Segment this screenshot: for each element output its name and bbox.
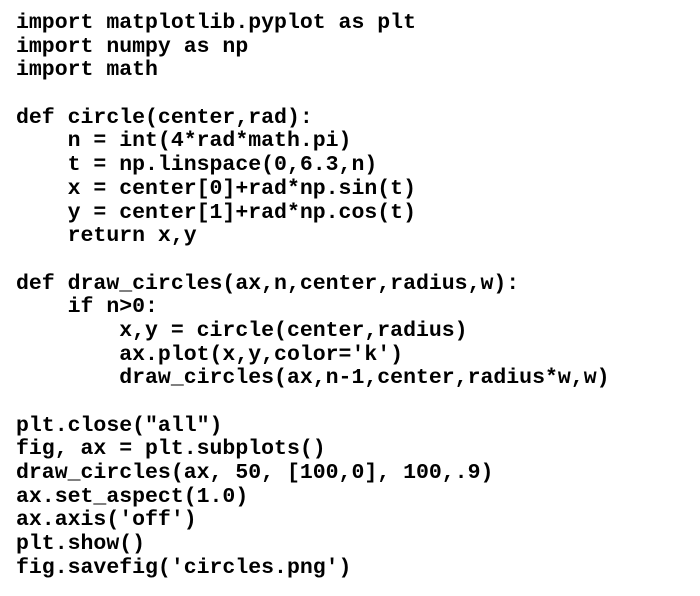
code-line: def circle(center,rad): <box>16 105 313 130</box>
code-line: plt.show() <box>16 532 146 557</box>
code-line: if n>0: <box>16 295 158 320</box>
code-line: import numpy as np <box>16 34 249 59</box>
code-line-blank <box>16 249 692 273</box>
code-line: draw_circles(ax,n-1,center,radius*w,w) <box>16 366 610 391</box>
code-line-blank <box>16 83 692 107</box>
code-line-blank <box>16 391 692 415</box>
code-line: import math <box>16 58 158 83</box>
code-line: plt.close("all") <box>16 413 223 438</box>
code-line: fig.savefig('circles.png') <box>16 555 352 580</box>
code-line: def draw_circles(ax,n,center,radius,w): <box>16 271 520 296</box>
code-line: draw_circles(ax, 50, [100,0], 100,.9) <box>16 461 494 486</box>
code-line: ax.set_aspect(1.0) <box>16 484 249 509</box>
code-line: x = center[0]+rad*np.sin(t) <box>16 176 416 201</box>
code-line: t = np.linspace(0,6.3,n) <box>16 153 378 178</box>
code-line: import matplotlib.pyplot as plt <box>16 11 416 35</box>
code-line: y = center[1]+rad*np.cos(t) <box>16 200 416 225</box>
code-line: ax.axis('off') <box>16 508 197 533</box>
code-line: fig, ax = plt.subplots() <box>16 437 326 462</box>
code-line: return x,y <box>16 224 197 249</box>
code-line: x,y = circle(center,radius) <box>16 318 468 343</box>
code-line: ax.plot(x,y,color='k') <box>16 342 404 367</box>
code-line: n = int(4*rad*math.pi) <box>16 129 352 154</box>
